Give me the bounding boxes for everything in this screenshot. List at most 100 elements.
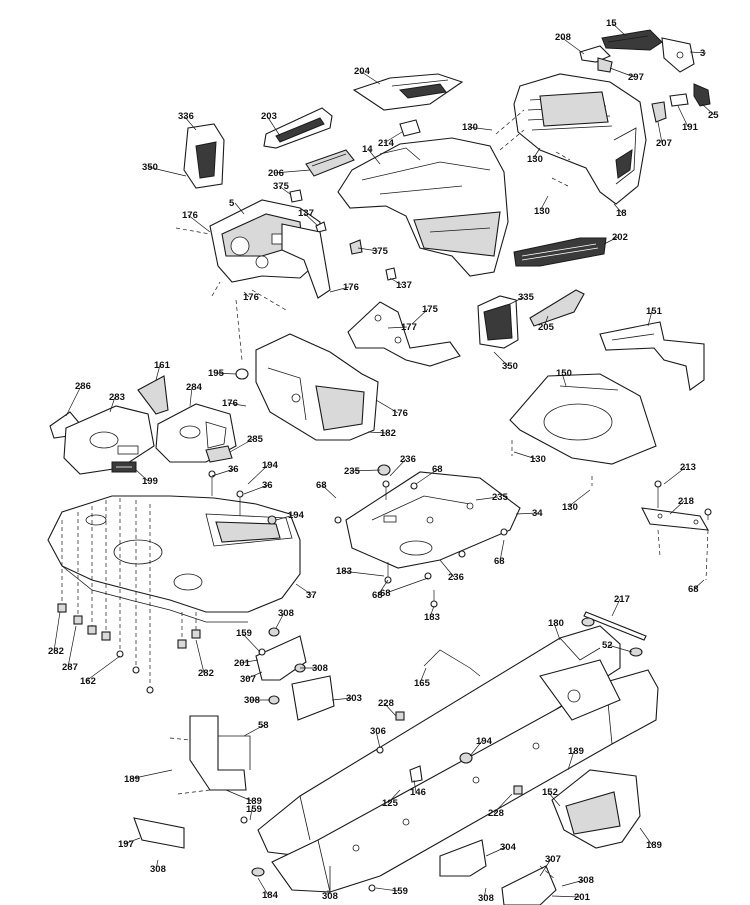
callout-label-213: 213 xyxy=(680,462,696,473)
part-137-clip-a xyxy=(315,221,327,233)
callout-leader-206 xyxy=(273,169,311,174)
callout-leader-183 xyxy=(341,570,385,577)
callout-leader-204 xyxy=(359,70,381,85)
part-15-headlight-lens xyxy=(601,29,663,51)
callout-leader-308 xyxy=(275,612,285,629)
callout-label-130: 130 xyxy=(527,154,543,165)
callout-label-235: 235 xyxy=(492,492,509,503)
callout-label-217: 217 xyxy=(614,594,630,605)
callout-label-228: 228 xyxy=(488,808,504,819)
part-191-clip xyxy=(669,93,689,107)
callout-leader-235 xyxy=(475,496,499,501)
callout-label-137: 137 xyxy=(298,208,314,219)
callout-label-5: 5 xyxy=(229,198,235,209)
callout-label-14: 14 xyxy=(362,144,373,155)
part-34-seat-plate xyxy=(345,471,521,569)
callout-leader-307 xyxy=(539,858,552,877)
callout-label-183: 183 xyxy=(424,612,440,623)
callout-leader-130 xyxy=(539,195,549,212)
callout-leader-335 xyxy=(509,296,525,305)
callout-label-304: 304 xyxy=(500,842,517,853)
part-284-right-fender-cap xyxy=(155,403,237,463)
callout-label-36: 36 xyxy=(262,480,273,491)
part-184-nut xyxy=(251,867,265,877)
part-152-seat-pan xyxy=(551,769,641,849)
callout-label-68: 68 xyxy=(688,584,699,595)
callout-leader-208 xyxy=(560,36,585,55)
callout-label-204: 204 xyxy=(354,66,371,77)
callout-leader-68 xyxy=(415,468,439,485)
callout-leader-286 xyxy=(65,385,82,417)
part-375-clip-lower xyxy=(349,239,363,255)
callout-leader-159 xyxy=(249,808,253,821)
callout-label-308: 308 xyxy=(150,864,166,875)
callout-label-176: 176 xyxy=(182,210,198,221)
part-dash-bracket xyxy=(281,223,331,299)
fastener-column-right xyxy=(177,612,201,649)
callout-label-284: 284 xyxy=(186,382,203,393)
callout-label-25: 25 xyxy=(708,110,719,121)
callout-label-184: 184 xyxy=(262,890,279,901)
callout-label-308: 308 xyxy=(278,608,294,619)
callout-label-303: 303 xyxy=(346,693,362,704)
callout-leader-150 xyxy=(561,372,567,387)
callout-leader-58 xyxy=(243,724,265,737)
callout-leader-236 xyxy=(439,559,455,578)
callout-label-58: 58 xyxy=(258,720,269,731)
callout-label-176: 176 xyxy=(222,398,238,409)
part-307-bracket-a xyxy=(255,635,307,681)
callout-label-308: 308 xyxy=(478,893,494,904)
part-37-fender-body xyxy=(47,495,301,623)
callout-leader-307 xyxy=(245,671,263,680)
callout-leader-161 xyxy=(155,364,161,381)
callout-label-175: 175 xyxy=(422,304,439,315)
callout-label-308: 308 xyxy=(322,891,338,902)
callout-leader-228 xyxy=(493,793,513,814)
callout-leader-130 xyxy=(567,489,591,508)
callout-label-297: 297 xyxy=(628,72,644,83)
callout-label-236: 236 xyxy=(400,454,416,465)
callout-leader-152 xyxy=(547,791,561,807)
callout-label-194: 194 xyxy=(476,736,493,747)
callout-leader-308 xyxy=(561,879,585,887)
part-335-side-grille xyxy=(477,295,519,349)
callout-label-350: 350 xyxy=(502,361,518,372)
part-205-trim xyxy=(529,289,585,327)
callout-leader-14 xyxy=(367,148,381,165)
part-161-lever xyxy=(137,375,169,415)
part-375-clip-top xyxy=(289,189,303,203)
part-218-bracket xyxy=(641,507,710,531)
callout-label-15: 15 xyxy=(606,18,617,29)
callout-leader-176 xyxy=(329,286,350,293)
callout-label-176: 176 xyxy=(343,282,359,293)
callout-label-287: 287 xyxy=(62,662,78,673)
callout-leader-176 xyxy=(243,291,250,298)
callout-leader-203 xyxy=(266,115,281,137)
callout-label-150: 150 xyxy=(556,368,572,379)
callout-label-130: 130 xyxy=(534,206,550,217)
callout-label-306: 306 xyxy=(370,726,386,737)
part-146-clip xyxy=(409,765,423,783)
callout-leader-202 xyxy=(603,236,619,245)
callout-label-308: 308 xyxy=(312,663,328,674)
part-14-hood xyxy=(337,137,509,277)
callout-label-177: 177 xyxy=(401,322,417,333)
part-183-bolts xyxy=(384,562,438,608)
callout-leader-282 xyxy=(195,639,205,674)
callout-leader-285 xyxy=(229,438,254,453)
callout-leader-217 xyxy=(611,598,621,617)
callout-leader-283 xyxy=(109,396,116,413)
callout-leader-194 xyxy=(247,464,269,485)
callout-label-335: 335 xyxy=(518,292,535,303)
callout-label-159: 159 xyxy=(246,804,262,815)
callout-leader-137 xyxy=(303,212,319,227)
callout-leader-201 xyxy=(239,659,259,664)
callout-label-202: 202 xyxy=(612,232,628,243)
callout-leader-68 xyxy=(385,577,429,594)
callout-label-207: 207 xyxy=(656,138,672,149)
callout-leader-303 xyxy=(331,697,353,701)
callout-leader-37 xyxy=(295,583,313,596)
callout-leader-297 xyxy=(609,67,635,78)
part-307-bracket-b xyxy=(501,865,557,905)
